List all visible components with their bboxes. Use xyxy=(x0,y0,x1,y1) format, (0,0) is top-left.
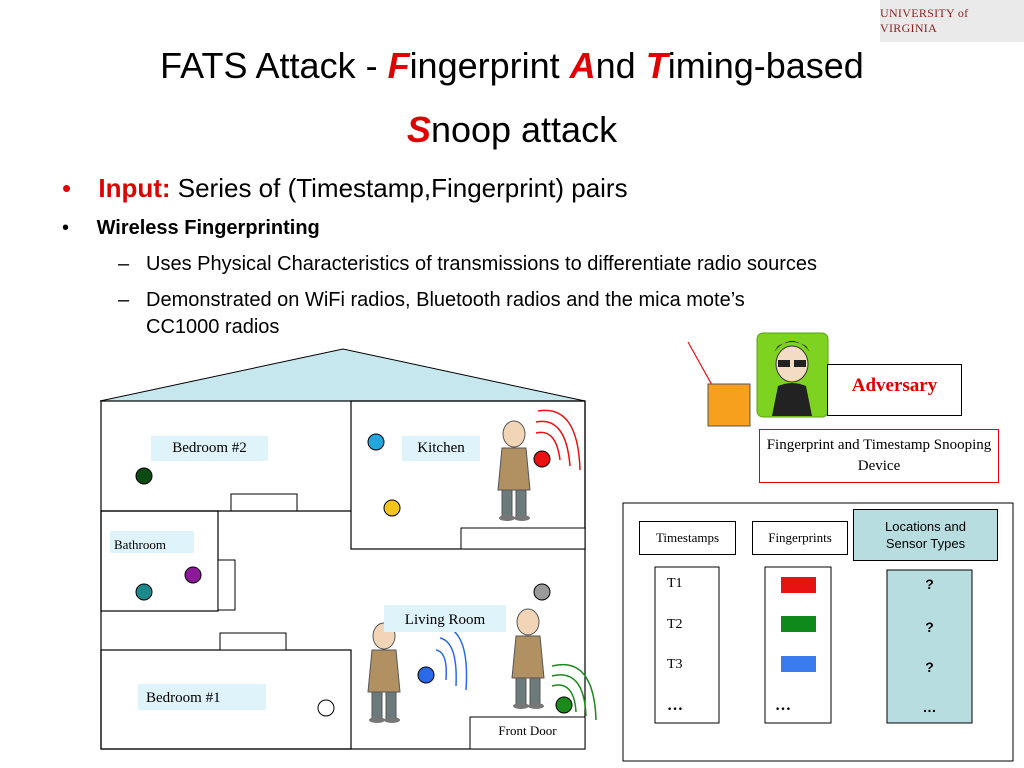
front-door-box xyxy=(469,716,586,750)
locations-column xyxy=(886,569,973,724)
sub-bullet-2: – Demonstrated on WiFi radios, Bluetooth… xyxy=(118,287,978,338)
antenna-line xyxy=(687,341,713,386)
location-1: ? xyxy=(925,576,934,592)
title-text: iming-based xyxy=(667,45,864,86)
snoop-device-box xyxy=(707,383,751,427)
fingerprint-blue xyxy=(781,656,816,672)
house-roof xyxy=(99,348,586,402)
bedroom2-furniture xyxy=(230,493,298,512)
label-bedroom2: Bedroom #2 xyxy=(151,436,268,461)
location-2: ? xyxy=(925,619,934,635)
label-kitchen: Kitchen xyxy=(402,436,480,461)
university-logo: UNIVERSITY of VIRGINIA xyxy=(880,0,1024,42)
header-fingerprints: Fingerprints xyxy=(752,521,848,555)
sensor-dot-bedroom1-empty xyxy=(317,699,335,717)
bullet-dot: • xyxy=(62,173,72,203)
kitchen-counter xyxy=(460,527,586,550)
sensor-dot-kitchen-red xyxy=(533,450,551,468)
title-letter-s: S xyxy=(406,109,431,150)
header-locations: Locations and Sensor Types xyxy=(853,509,998,561)
header-timestamps: Timestamps xyxy=(639,521,736,555)
sensor-dot-bathroom-purple xyxy=(184,566,202,584)
label-living-room: Living Room xyxy=(384,605,506,632)
sensor-dot-bedroom2 xyxy=(135,467,153,485)
sub-bullet-text: Demonstrated on WiFi radios, Bluetooth r… xyxy=(146,289,745,311)
sub-bullet-text: Uses Physical Characteristics of transmi… xyxy=(146,253,818,275)
bedroom1-furniture xyxy=(219,632,287,651)
wf-label: Wireless Fingerprinting xyxy=(96,217,320,239)
timestamp-t1: T1 xyxy=(667,576,683,591)
sensor-dot-front-green xyxy=(555,696,573,714)
sensor-dot-kitchen-blue xyxy=(367,433,385,451)
input-text: Series of (Timestamp,Fingerprint) pairs xyxy=(170,173,628,203)
slide-title-line2: Snoop attack xyxy=(0,110,1024,150)
adversary-icon xyxy=(756,332,829,418)
radio-waves-kitchen xyxy=(535,409,581,471)
adversary-label: Adversary xyxy=(827,364,962,416)
bullet-input: • Input: Series of (Timestamp,Fingerprin… xyxy=(62,172,628,204)
title-letter-f: F xyxy=(387,45,410,86)
timestamp-t3: T3 xyxy=(667,657,683,672)
logo-text: UNIVERSITY of VIRGINIA xyxy=(880,6,969,35)
sub-bullet-1: – Uses Physical Characteristics of trans… xyxy=(118,252,817,276)
timestamps-column xyxy=(654,566,720,724)
person-icon-living-left xyxy=(367,622,401,723)
radio-waves-front xyxy=(551,663,597,721)
sensor-dot-bathroom-teal xyxy=(135,583,153,601)
timestamp-more: … xyxy=(667,697,683,714)
person-icon-kitchen xyxy=(497,420,531,521)
input-label: Input: xyxy=(98,173,171,203)
fingerprint-red xyxy=(781,577,816,593)
slide-title-line1: FATS Attack - Fingerprint And Timing-bas… xyxy=(0,46,1024,86)
sensor-dot-living-blue xyxy=(417,666,435,684)
location-3: ? xyxy=(925,659,934,675)
sub-bullet-text: CC1000 radios xyxy=(146,316,280,338)
label-bathroom: Bathroom xyxy=(110,531,194,553)
label-front-door: Front Door xyxy=(498,723,557,738)
sensor-dot-kitchen-yellow xyxy=(383,499,401,517)
title-letter-t: T xyxy=(645,45,668,86)
sub-dash: – xyxy=(118,253,130,275)
fingerprint-green xyxy=(781,616,816,632)
title-text: FATS Attack - xyxy=(160,45,388,86)
location-more: … xyxy=(922,699,937,715)
fingerprint-more: … xyxy=(775,697,791,714)
bullet-wireless-fingerprinting: • Wireless Fingerprinting xyxy=(62,216,320,240)
bullet-dot: • xyxy=(62,217,70,239)
title-text: nd xyxy=(595,45,646,86)
snoop-device-label: Fingerprint and Timestamp Snooping Devic… xyxy=(759,429,999,483)
bathroom-fixture xyxy=(217,559,236,611)
sensor-dot-gray xyxy=(533,583,551,601)
sub-dash: – xyxy=(118,289,130,311)
person-icon-living-right xyxy=(511,608,545,709)
title-text: ingerprint xyxy=(409,45,570,86)
title-text: noop attack xyxy=(430,109,618,150)
timestamp-t2: T2 xyxy=(667,617,683,632)
label-bedroom1: Bedroom #1 xyxy=(138,684,266,710)
title-letter-a: A xyxy=(569,45,596,86)
